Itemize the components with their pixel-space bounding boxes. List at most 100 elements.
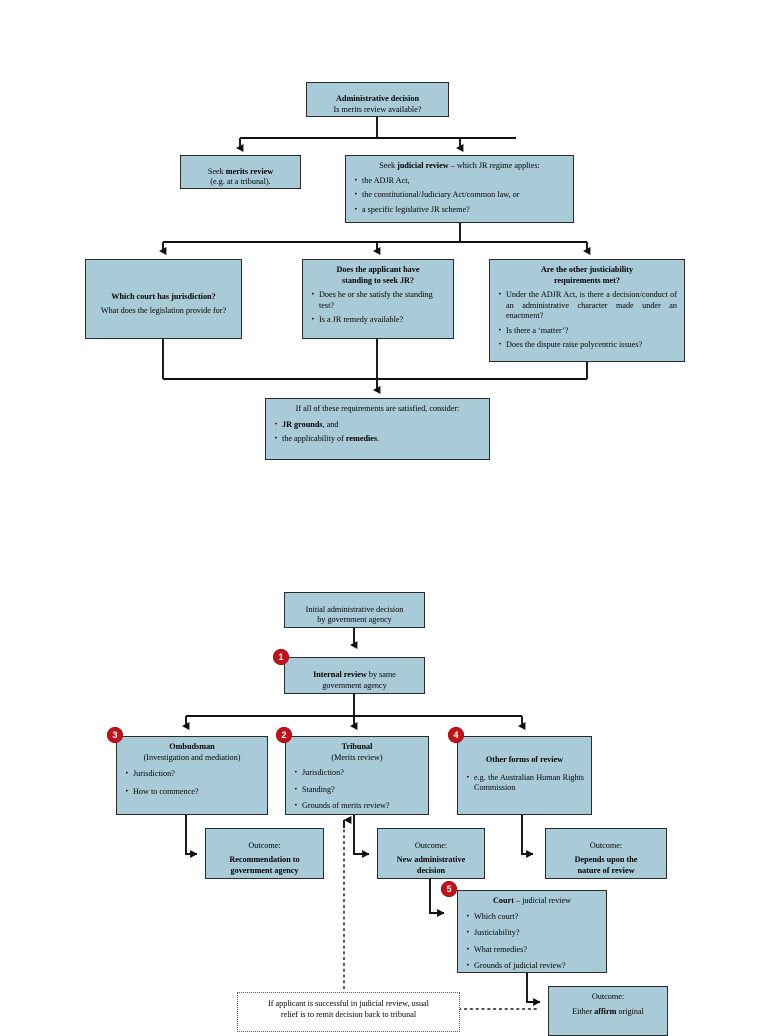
node-heading-line2: requirements met? [554, 275, 620, 285]
node-initial-administrative-decision[interactable]: Initial administrative decision by gover… [284, 592, 425, 628]
node-justiciability[interactable]: Are the other justiciability requirement… [489, 259, 685, 362]
outcome-label: Outcome: [248, 840, 281, 850]
node-consider-grounds-remedies[interactable]: If all of these requirements are satisfi… [265, 398, 490, 460]
node-seek-judicial-review[interactable]: Seek judicial review – which JR regime a… [345, 155, 574, 223]
jr-heading-suffix: – which JR regime applies: [448, 161, 540, 170]
node-heading: Ombudsman [169, 742, 215, 751]
node-heading: Seek judicial review – which JR regime a… [353, 161, 566, 172]
internal-review-line2: government agency [322, 680, 387, 690]
list-item: Which court? [465, 911, 599, 923]
list-item: a specific legislative JR scheme? [353, 204, 566, 216]
jr-grounds-rest: , and [322, 419, 339, 429]
list-item: Does he or she satisfy the standing test… [310, 289, 446, 311]
outcome-line1: Recommendation to [229, 855, 300, 865]
node-internal-review[interactable]: Internal review by same government agenc… [284, 657, 425, 694]
list-item: JR grounds, and [273, 419, 482, 431]
badge-2: 2 [276, 727, 292, 743]
node-administrative-decision[interactable]: Administrative decision Is merits review… [306, 82, 449, 117]
outcome-court-bold: affirm [594, 1006, 617, 1016]
node-outcome-tribunal[interactable]: Outcome: New administrative decision [377, 828, 485, 879]
remedies-bold: remedies [345, 434, 378, 443]
badge-4: 4 [448, 727, 464, 743]
node-heading-line2: standing to seek JR? [341, 275, 415, 285]
outcome-label: Outcome: [591, 992, 625, 1001]
outcome-court-pre: Either [572, 1006, 595, 1016]
merits-heading-bold: merits review [225, 166, 274, 176]
list-item: the constitutional/Judiciary Act/common … [353, 189, 566, 201]
court-heading-rest: – judicial review [513, 896, 571, 905]
merits-heading-prefix: Seek [207, 166, 226, 176]
node-subtext: (Investigation and mediation) [143, 752, 241, 762]
badge-5: 5 [441, 881, 457, 897]
remedies-pre: the applicability of [282, 434, 346, 443]
list-item: How to commence? [124, 786, 260, 798]
node-heading: Court – judicial review [465, 896, 599, 907]
node-heading: Administrative decision [335, 94, 419, 103]
node-bullet-list: Under the ADJR Act, is there a decision/… [497, 289, 677, 351]
outcome-court-post: original [616, 1006, 644, 1016]
node-standing[interactable]: Does the applicant have standing to seek… [302, 259, 454, 339]
outcome-line1: Either affirm original [556, 1007, 660, 1018]
node-subtext: (Merits review) [331, 752, 383, 762]
node-heading-line1: Are the other justiciability [540, 265, 634, 274]
badge-3: 3 [107, 727, 123, 743]
list-item: Grounds of merits review? [293, 800, 421, 812]
jr-heading-prefix: Seek [379, 161, 398, 170]
node-heading-line1: Does the applicant have [336, 265, 420, 274]
node-subtext: (e.g. at a tribunal). [210, 177, 271, 186]
internal-review-bold: Internal review [313, 670, 367, 679]
node-outcome-court[interactable]: Outcome: Either affirm original [548, 986, 668, 1036]
node-ombudsman[interactable]: Ombudsman (Investigation and mediation) … [116, 736, 268, 815]
node-heading: Tribunal [341, 742, 373, 751]
node-outcome-other-review[interactable]: Outcome: Depends upon the nature of revi… [545, 828, 667, 879]
node-bullet-list: Which court? Justiciability? What remedi… [465, 911, 599, 972]
node-bullet-list: Jurisdiction? How to commence? [124, 768, 260, 798]
node-court-judicial-review[interactable]: Court – judicial review Which court? Jus… [457, 890, 607, 973]
internal-review-rest: by same [366, 670, 396, 679]
node-outcome-ombudsman[interactable]: Outcome: Recommendation to government ag… [205, 828, 324, 879]
outcome-label: Outcome: [414, 840, 448, 850]
badge-1: 1 [273, 649, 289, 665]
list-item: Standing? [293, 784, 421, 796]
list-item: Justiciability? [465, 927, 599, 939]
node-bullet-list: e.g. the Australian Human Rights Commiss… [465, 772, 584, 794]
outcome-label: Outcome: [589, 840, 623, 850]
jr-heading-bold: judicial review [397, 161, 449, 170]
outcome-line2: decision [416, 865, 446, 875]
node-seek-merits-review[interactable]: Seek merits review (e.g. at a tribunal). [180, 155, 301, 189]
outcome-line1: New administrative [396, 855, 466, 865]
node-bullet-list: JR grounds, and the applicability of rem… [273, 419, 482, 445]
list-item: the ADJR Act, [353, 175, 566, 187]
list-item: Is a JR remedy available? [310, 314, 446, 326]
court-heading-bold: Court [493, 896, 514, 905]
node-other-forms-of-review[interactable]: Other forms of review e.g. the Australia… [457, 736, 592, 815]
list-item: Grounds of judicial review? [465, 960, 599, 972]
list-item: Under the ADJR Act, is there a decision/… [497, 289, 677, 322]
list-item: What remedies? [465, 944, 599, 956]
node-bullet-list: the ADJR Act, the constitutional/Judicia… [353, 175, 566, 216]
outcome-line1: Depends upon the [574, 855, 638, 865]
list-item: Jurisdiction? [293, 767, 421, 779]
list-item: Does the dispute raise polycentric issue… [497, 339, 677, 351]
initial-line2: by government agency [317, 615, 392, 624]
node-subtext: What does the legislation provide for? [100, 306, 227, 315]
remedies-post: . [377, 434, 380, 443]
list-item: e.g. the Australian Human Rights Commiss… [465, 772, 584, 794]
consider-lead: If all of these requirements are satisfi… [295, 404, 460, 413]
node-bullet-list: Does he or she satisfy the standing test… [310, 289, 446, 326]
node-tribunal[interactable]: Tribunal (Merits review) Jurisdiction? S… [285, 736, 429, 815]
node-heading: Seek merits review [188, 167, 293, 178]
outcome-line2: nature of review [577, 865, 635, 875]
initial-line1: Initial administrative decision [305, 604, 404, 614]
list-item: Is there a ‘matter’? [497, 325, 677, 337]
list-item: the applicability of remedies. [273, 433, 482, 445]
node-which-court-jurisdiction[interactable]: Which court has jurisdiction? What does … [85, 259, 242, 339]
node-heading: Other forms of review [485, 755, 564, 764]
list-item: Jurisdiction? [124, 768, 260, 780]
note-line2: relief is to remit decision back to trib… [280, 1009, 417, 1019]
internal-review-line1: Internal review by same [292, 670, 417, 681]
outcome-line2: government agency [230, 865, 299, 875]
note-remittal: If applicant is successful in judicial r… [237, 992, 460, 1032]
note-line1: If applicant is successful in judicial r… [268, 999, 429, 1008]
